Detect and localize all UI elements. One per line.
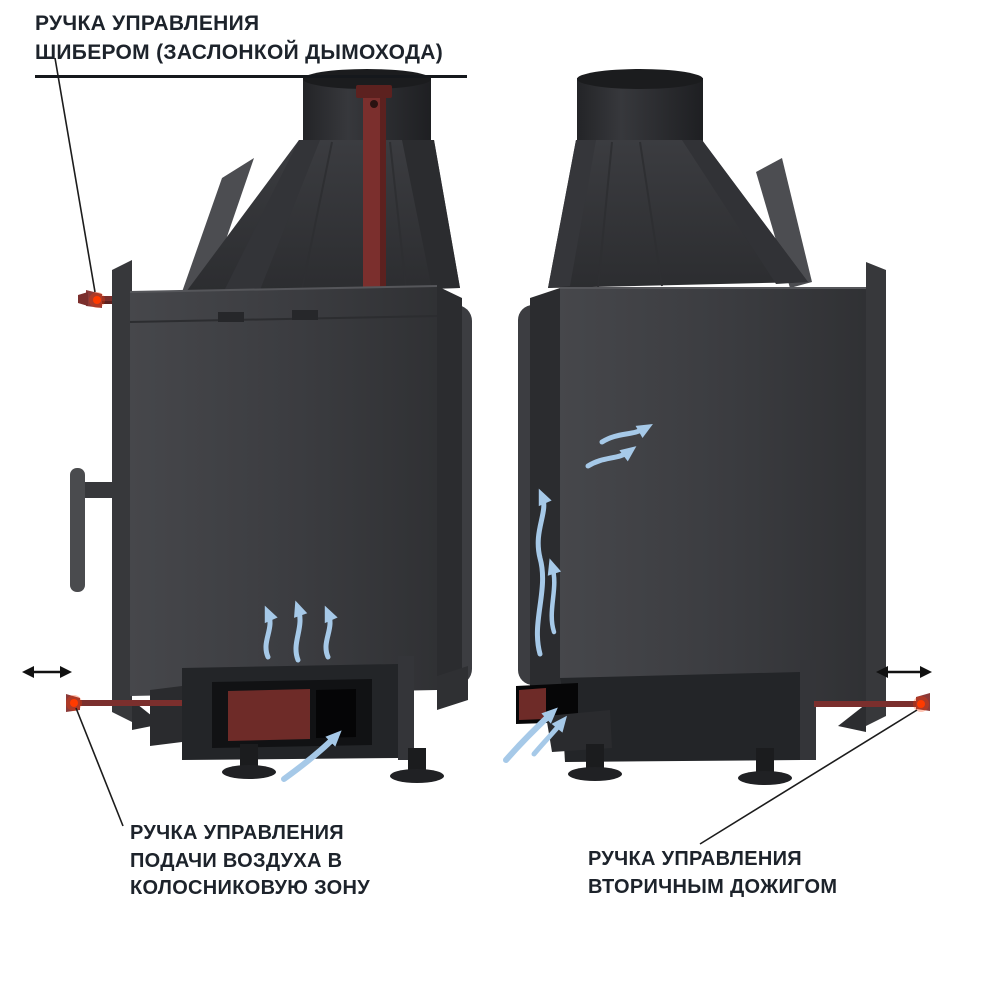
airflow-arrow-icon [599, 424, 653, 445]
primary-air-control[interactable] [66, 694, 182, 712]
label-primary-air-control: РУЧКА УПРАВЛЕНИЯ ПОДАЧИ ВОЗДУХА В КОЛОСН… [130, 820, 370, 903]
label-line: РУЧКА УПРАВЛЕНИЯ [35, 12, 260, 35]
label-line: КОЛОСНИКОВУЮ ЗОНУ [130, 877, 370, 900]
leader-secondary-air [699, 709, 918, 845]
chimney-pipe [577, 69, 703, 148]
base-assembly [150, 656, 468, 783]
label-line: ШИБЕРОМ (ЗАСЛОНКОЙ ДЫМОХОДА) [35, 40, 444, 64]
secondary-air-slider [519, 688, 546, 720]
door-handle[interactable] [70, 468, 114, 592]
foot-stem [756, 748, 774, 774]
hood-back-plate [756, 158, 812, 288]
stove-left-view [22, 69, 472, 783]
label-secondary-air-control: РУЧКА УПРАВЛЕНИЯ ВТОРИЧНЫМ ДОЖИГОМ [588, 846, 837, 901]
foot-disc [222, 765, 276, 779]
primary-air-rod [78, 700, 182, 706]
foot-stem [586, 744, 604, 770]
airflow-arrow-icon [534, 488, 552, 657]
firebox-body [129, 285, 462, 696]
leader-primary-air [75, 707, 124, 827]
hinge-tab [292, 310, 318, 320]
secondary-air-rod [814, 701, 916, 707]
handle-travel-arrow-icon [22, 666, 72, 678]
smoke-hood [186, 140, 460, 292]
airflow-arrows-left-stove [263, 600, 342, 782]
airflow-arrow-icon [293, 600, 308, 663]
front-flange [838, 262, 886, 732]
smoke-hood [548, 140, 808, 288]
foot-disc [390, 769, 444, 783]
airflow-arrows-right-stove [503, 424, 653, 763]
callout-leader-lines [54, 57, 918, 845]
air-slider-plate [228, 689, 310, 741]
label-damper-control: РУЧКА УПРАВЛЕНИЯ ШИБЕРОМ (ЗАСЛОНКОЙ ДЫМО… [35, 10, 467, 78]
foot-stem [240, 744, 258, 770]
label-line: ПОДАЧИ ВОЗДУХА В [130, 849, 343, 872]
air-intake-opening [316, 689, 356, 738]
airflow-arrow-icon [503, 707, 558, 763]
foot-stem [408, 748, 426, 774]
label-line: РУЧКА УПРАВЛЕНИЯ [130, 822, 344, 844]
firebox-body [530, 287, 866, 702]
airflow-arrow-icon [585, 446, 637, 469]
damper-handle[interactable] [78, 290, 105, 308]
label-line: ВТОРИЧНЫМ ДОЖИГОМ [588, 875, 838, 898]
handle-travel-arrow-icon [876, 666, 932, 678]
label-line: РУЧКА УПРАВЛЕНИЯ [588, 848, 802, 870]
stove-right-view [503, 69, 932, 785]
foot-disc [738, 771, 792, 785]
hood-back-plate [182, 158, 254, 292]
foot-disc [568, 767, 622, 781]
leader-damper [54, 57, 96, 293]
hinge-tab [218, 312, 244, 322]
airflow-arrow-icon [323, 605, 338, 660]
airflow-arrow-icon [281, 730, 342, 782]
airflow-arrow-icon [263, 605, 278, 660]
airflow-arrow-icon [547, 558, 562, 635]
secondary-air-control[interactable] [814, 693, 930, 712]
airflow-arrow-icon [531, 715, 567, 757]
